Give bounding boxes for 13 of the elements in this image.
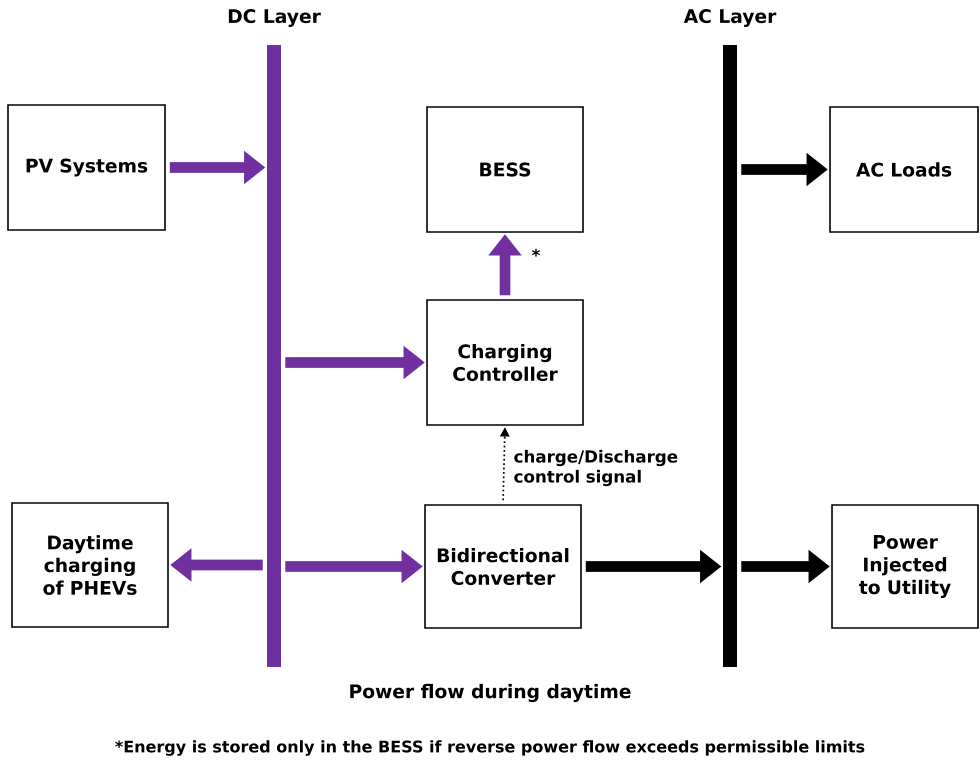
process-box: Daytime charging of PHEVs [11,502,169,628]
footnote: *Energy is stored only in the BESS if reverse power flow exceeds permissible limits [115,740,864,756]
edge-label: charge/Discharge control signal [514,450,678,486]
bus-label: AC Layer [684,9,776,27]
process-box: AC Loads [829,106,979,233]
caption: Power flow during daytime [350,684,631,702]
bus-label: DC Layer [228,9,321,27]
edge-label: * [532,248,540,257]
process-box: Charging Controller [426,299,584,426]
process-box: Bidirectional Converter [424,504,582,629]
process-box: PV Systems [7,104,166,231]
process-box: BESS [426,106,584,233]
process-box: Power Injected to Utility [831,504,979,629]
